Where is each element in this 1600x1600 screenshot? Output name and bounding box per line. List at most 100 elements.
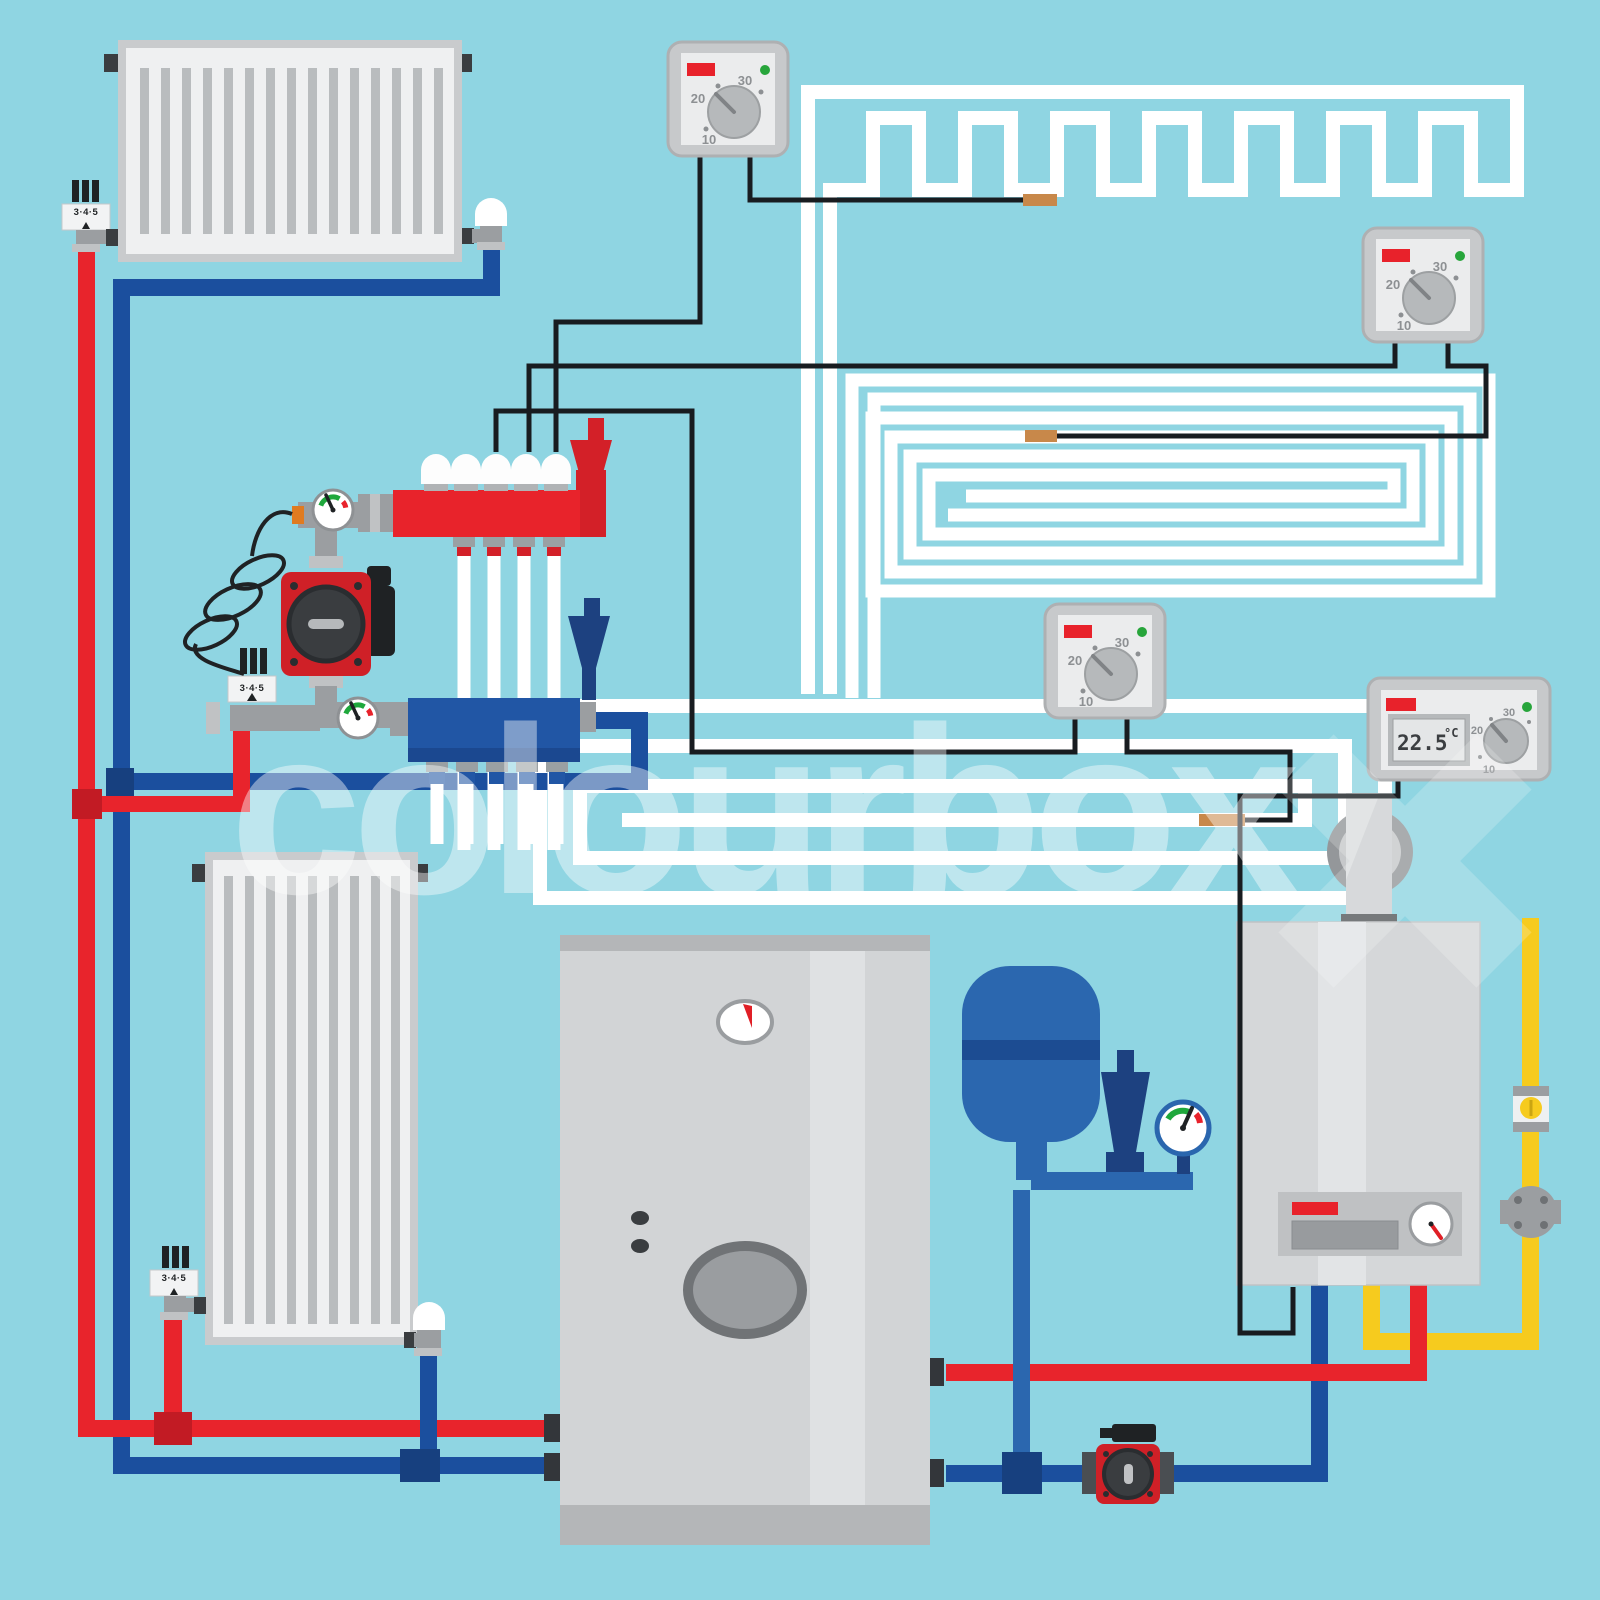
- expansion-tank: [962, 966, 1212, 1494]
- boiler-gauge-icon: [716, 999, 774, 1045]
- manifold-shade: [408, 748, 580, 762]
- radiator-return-valve: [404, 1302, 445, 1356]
- watermark-logo-icon: [1278, 734, 1532, 988]
- panel-radiator-top: 3·4·5: [61, 40, 507, 262]
- gas-valve: [1513, 1086, 1549, 1132]
- gas-pipe: [1372, 1333, 1539, 1350]
- control-knob-dot: [631, 1239, 649, 1253]
- radiator-return-valve: [462, 198, 507, 250]
- pump-screw-slot: [1124, 1464, 1133, 1484]
- wire: [747, 156, 1023, 203]
- bolt: [354, 658, 362, 666]
- watermark-text: colourbox: [230, 679, 1299, 944]
- flange-tab: [1500, 1200, 1509, 1224]
- pump-screw-slot: [308, 619, 344, 629]
- valve-cap: [1513, 1086, 1549, 1096]
- pipe-tee: [72, 789, 102, 819]
- bracket: [104, 54, 120, 72]
- burner-door: [683, 1241, 807, 1339]
- tank-drop-pipe: [1013, 1190, 1030, 1465]
- blue-return-main: [113, 279, 130, 1474]
- tick-dot: [1489, 717, 1493, 721]
- manifold-body: [393, 490, 580, 537]
- bolt: [1147, 1451, 1153, 1457]
- return-manifold: [390, 598, 610, 844]
- air-vent-icon: [568, 598, 610, 700]
- manifold-actuator-caps: [421, 454, 571, 491]
- pointer-icon: [247, 693, 257, 701]
- pipe-cap: [928, 1459, 944, 1487]
- dial-30: 30: [1503, 707, 1515, 719]
- knob-pointer-icon: [1490, 723, 1508, 743]
- wire: [493, 408, 1078, 755]
- trv-scale-label: 3·4·5: [240, 683, 265, 694]
- panel-display: [1291, 1220, 1399, 1250]
- bolt: [354, 582, 362, 590]
- pipe-tee: [154, 1412, 192, 1445]
- circulation-pump-bottom: [1082, 1424, 1174, 1504]
- radiator-supply-drop: [164, 1318, 182, 1422]
- thermostatic-mixing-head: 3·4·5: [227, 648, 277, 703]
- supply-gauge: [313, 490, 353, 530]
- manifold-fitting: [580, 702, 596, 732]
- pipe-tee: [106, 768, 134, 796]
- brand-label-icon: [1292, 1202, 1338, 1215]
- valve-cap: [1513, 1122, 1549, 1132]
- panel-radiator-vertical: 3·4·5: [149, 852, 445, 1356]
- bolt: [290, 658, 298, 666]
- boiler-return-pipe: [1311, 1285, 1328, 1482]
- floor-sensor-icon: [1199, 814, 1245, 826]
- floor-sensor-icon: [1025, 430, 1057, 442]
- flange-disc: [1505, 1186, 1557, 1238]
- radiator-fins: [140, 68, 443, 234]
- dial-20: 20: [1471, 725, 1483, 737]
- tick-dot: [1527, 720, 1531, 724]
- floor-heating-loop-top: [801, 85, 1524, 694]
- tick-dot: [1478, 755, 1482, 759]
- manifold-return-pipe: [631, 712, 648, 790]
- gas-inlet: [1363, 1285, 1380, 1350]
- bolt: [1540, 1196, 1548, 1204]
- capillary-coil-icon: [183, 510, 293, 676]
- wire: [1124, 718, 1293, 823]
- gas-boiler: [1236, 793, 1481, 1286]
- air-cap-icon: [475, 198, 507, 226]
- boiler-bottom-band: [560, 1505, 930, 1545]
- pipe-cap: [544, 1453, 560, 1481]
- bolt: [1103, 1451, 1109, 1457]
- digital-thermostat: 22.5 °C 30 20 10: [1366, 676, 1552, 782]
- pipe-cap: [928, 1358, 944, 1386]
- gray-pipe: [315, 526, 337, 558]
- bolt: [1103, 1491, 1109, 1497]
- pump-flange: [1082, 1452, 1098, 1494]
- flue-base-band: [1341, 914, 1397, 923]
- boiler-top-band: [560, 935, 930, 951]
- boiler-highlight: [810, 935, 865, 1545]
- radiator-return-drop: [420, 1354, 437, 1459]
- lcd-temperature-value: 22.5: [1397, 731, 1448, 755]
- bolt: [1514, 1196, 1522, 1204]
- watermark: colourbox: [230, 679, 1532, 988]
- pump-flange: [1158, 1452, 1174, 1494]
- heating-pipes-left: [72, 248, 648, 1482]
- circulation-pump-main: [281, 566, 395, 676]
- blue-return-bottom: [113, 1457, 546, 1474]
- air-separator-base: [1106, 1152, 1144, 1172]
- thermostatic-valve: 3·4·5: [61, 180, 118, 252]
- air-separator-icon: [1101, 1072, 1150, 1152]
- union-nut: [309, 556, 343, 568]
- buffer-tank-boiler: [560, 935, 930, 1545]
- pump-nub: [1100, 1428, 1112, 1438]
- radiator-return-drop: [483, 248, 500, 296]
- room-thermostat-2: [1361, 226, 1485, 344]
- boiler-supply-pipe: [946, 1364, 1427, 1381]
- supply-manifold: [358, 418, 612, 556]
- pipe-tee: [1002, 1452, 1042, 1494]
- room-thermostat-1: [666, 40, 790, 158]
- boiler-supply-pipe: [1410, 1285, 1427, 1381]
- dial-10: 10: [1483, 764, 1495, 776]
- bolt: [1514, 1221, 1522, 1229]
- pump-column: 3·4·5: [183, 490, 395, 738]
- brand-label-icon: [1386, 698, 1416, 711]
- gauge-stub: [1177, 1152, 1190, 1174]
